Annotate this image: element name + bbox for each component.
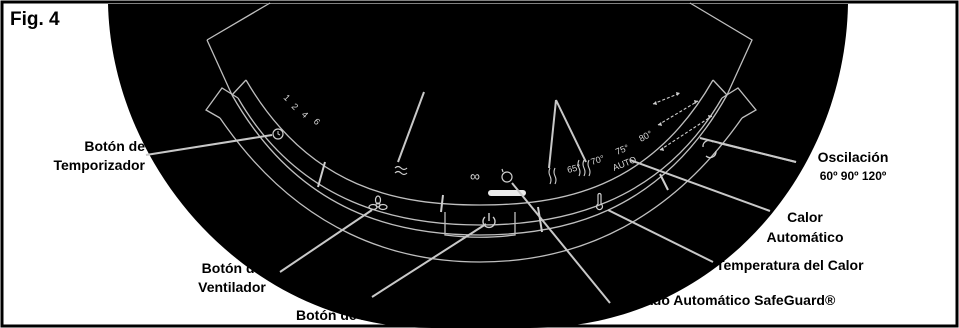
power-button-label: Botón de Encendido bbox=[296, 307, 432, 323]
auto-heat-callout: Calor bbox=[787, 209, 823, 225]
leader-lines bbox=[145, 91, 797, 304]
oscillation-angle-icons bbox=[652, 92, 713, 151]
oscillation-angles-label: 60º 90º 120º bbox=[820, 169, 887, 183]
auto-shutoff-icon bbox=[501, 168, 513, 183]
control-arc-outlines bbox=[205, 2, 757, 263]
timer-step: 1 bbox=[282, 92, 293, 103]
auto-heat-callout: Automático bbox=[767, 229, 844, 245]
fan-level-icon bbox=[394, 165, 408, 176]
thermometer-icon[interactable] bbox=[595, 192, 604, 211]
temperature-step: 65° bbox=[566, 162, 582, 175]
oscillation-label: Oscilación bbox=[818, 149, 889, 165]
heater-top-surface bbox=[108, 4, 848, 328]
power-indicator-light bbox=[488, 190, 526, 196]
oscillation-arrowheads bbox=[653, 92, 712, 151]
heat-levels-label: Niveles de bbox=[512, 60, 581, 76]
timer-step: 6 bbox=[312, 116, 323, 127]
temperature-step: 70° bbox=[590, 153, 606, 167]
heat-high-icon bbox=[577, 159, 591, 177]
fan-level-label: Ventilador bbox=[400, 69, 468, 85]
timer-button-label: Temporizador bbox=[53, 157, 145, 173]
timer-button-label: Botón de bbox=[84, 138, 145, 154]
heat-temperature-label: Temperatura del Calor bbox=[716, 257, 864, 273]
heat-levels-label: Calor bbox=[529, 81, 565, 97]
clock-icon[interactable] bbox=[272, 128, 284, 140]
temperature-step: 75° bbox=[614, 142, 631, 157]
safeguard-label: Apagado Automático SafeGuard® bbox=[610, 292, 836, 308]
fan-button-label: Ventilador bbox=[198, 279, 266, 295]
timer-step: 4 bbox=[300, 109, 311, 120]
figure-label: Fig. 4 bbox=[10, 9, 60, 30]
fan-level-label: Nivel del bbox=[405, 48, 463, 64]
fan-button-label: Botón de bbox=[202, 260, 263, 276]
power-icon[interactable] bbox=[482, 213, 496, 229]
heat-low-icon bbox=[548, 167, 557, 185]
infinity-icon: ∞ bbox=[470, 168, 480, 184]
timer-step: 2 bbox=[290, 101, 301, 112]
fan-icon[interactable] bbox=[368, 195, 388, 211]
button-separators bbox=[317, 161, 669, 233]
